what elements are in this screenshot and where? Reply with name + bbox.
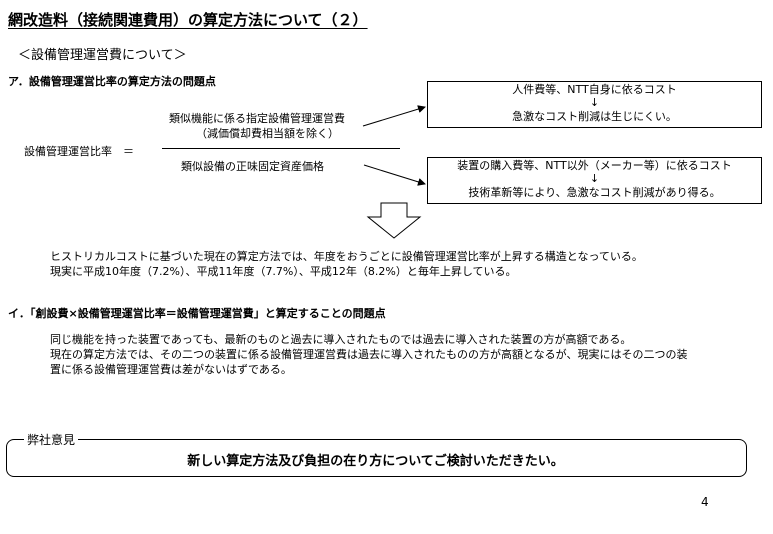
- section-a-para-line2: 現実に平成10年度（7.2%）、平成11年度（7.7%）、平成12年（8.2%）…: [50, 265, 517, 278]
- section-i-heading: イ．「創設費×設備管理運営比率＝設備管理運営費」と算定することの問題点: [8, 307, 386, 320]
- subheading: ＜設備管理運営費について＞: [18, 48, 187, 63]
- numerator-line2: （減価償却費相当額を除く）: [196, 127, 339, 140]
- cost-box-top-line1: 人件費等、NTT自身に依るコスト: [512, 83, 677, 96]
- page-title: 網改造料（接続関連費用）の算定方法について（２）: [8, 11, 368, 29]
- arrow-to-bottom-box: [363, 164, 426, 186]
- opinion-label: 弊社意見: [24, 431, 79, 448]
- fraction-bar: [162, 148, 400, 149]
- section-i-para-line1: 同じ機能を持った装置であっても、最新のものと過去に導入されたものでは過去に導入さ…: [50, 333, 632, 346]
- section-a-para-line1: ヒストリカルコストに基づいた現在の算定方法では、年度をおうごとに設備管理運営比率…: [50, 250, 643, 263]
- big-down-arrow-icon: [366, 202, 422, 239]
- arrow-to-top-box: [362, 105, 426, 127]
- section-a-heading: ア．設備管理運営比率の算定方法の問題点: [8, 75, 216, 88]
- cost-box-bottom: 装置の購入費等、NTT以外（メーカー等）に依るコスト ↓ 技術革新等により、急激…: [427, 157, 762, 204]
- page-number: 4: [701, 495, 709, 509]
- opinion-text: 新しい算定方法及び負担の在り方についてご検討いただきたい。: [187, 454, 564, 469]
- ratio-label: 設備管理運営比率 ＝: [24, 145, 134, 158]
- down-arrow-icon: ↓: [589, 172, 600, 185]
- denominator: 類似設備の正味固定資産価格: [181, 160, 324, 173]
- section-i-para-line2: 現在の算定方法では、その二つの装置に係る設備管理運営費は過去に導入されたものの方…: [50, 348, 688, 361]
- cost-box-top-line2: 急激なコスト削減は生じにくい。: [512, 110, 677, 123]
- section-i-para-line3: 置に係る設備管理運営費は差がないはずである。: [50, 363, 292, 376]
- cost-box-top: 人件費等、NTT自身に依るコスト ↓ 急激なコスト削減は生じにくい。: [427, 81, 762, 128]
- cost-box-bottom-line1: 装置の購入費等、NTT以外（メーカー等）に依るコスト: [457, 159, 732, 172]
- numerator-line1: 類似機能に係る指定設備管理運営費: [169, 112, 345, 125]
- down-arrow-icon: ↓: [589, 96, 600, 109]
- cost-box-bottom-line2: 技術革新等により、急激なコスト削減があり得る。: [468, 186, 721, 199]
- opinion-box: [6, 439, 747, 477]
